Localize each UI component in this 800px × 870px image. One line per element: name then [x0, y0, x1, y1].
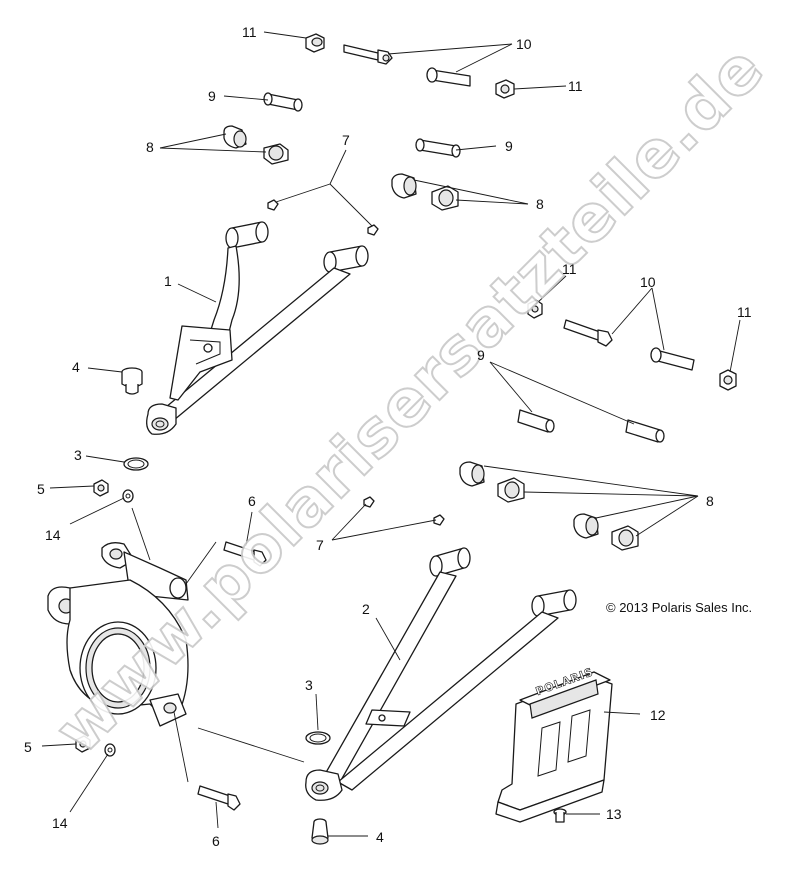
bolt-top-right — [426, 67, 471, 87]
callout-11-mid: 11 — [562, 261, 577, 277]
bolt-mid-right — [650, 347, 695, 371]
bushing-top-left-a — [223, 125, 247, 149]
callout-3-bottom: 3 — [305, 677, 313, 693]
callout-6-top: 6 — [248, 493, 256, 509]
bushing-mid-c — [573, 513, 599, 539]
callout-8-top-right: 8 — [536, 196, 544, 212]
callout-9-top-left: 9 — [208, 88, 216, 104]
callout-9-top-right: 9 — [505, 138, 513, 154]
callout-10-top: 10 — [516, 36, 532, 52]
callout-9-mid: 9 — [477, 347, 485, 363]
nut-top-right — [495, 79, 515, 99]
callout-5-bottom: 5 — [24, 739, 32, 755]
sleeve-mid-a — [517, 409, 555, 433]
callout-11-top-left: 11 — [242, 24, 257, 40]
callout-1: 1 — [164, 273, 172, 289]
callout-13: 13 — [606, 806, 622, 822]
nut-top-left — [305, 33, 325, 53]
bushing-top-right-a — [391, 173, 417, 199]
callout-12: 12 — [650, 707, 666, 723]
grease-fitting-mid-b — [433, 514, 445, 526]
snap-ring-top — [123, 457, 149, 471]
washer-14-bottom — [104, 743, 116, 757]
callout-6-bottom: 6 — [212, 833, 220, 849]
bolt-mid-left — [563, 319, 613, 347]
sleeve-mid-b — [625, 419, 665, 443]
upper-a-arm — [146, 221, 369, 435]
callout-2: 2 — [362, 601, 370, 617]
callout-8-top-left: 8 — [146, 139, 154, 155]
callout-4-bottom: 4 — [376, 829, 384, 845]
callout-10-mid: 10 — [640, 274, 656, 290]
lower-a-arm — [305, 547, 577, 801]
callout-3-top: 3 — [74, 447, 82, 463]
bushing-mid-d — [611, 525, 639, 551]
bushing-top-left-b — [263, 143, 289, 165]
bolt-top-left — [343, 44, 393, 65]
grease-fitting-top-a — [267, 199, 279, 211]
copyright-notice: © 2013 Polaris Sales Inc. — [606, 600, 753, 615]
callout-11-top-right: 11 — [568, 78, 583, 94]
grease-fitting-top-b — [367, 224, 379, 236]
nut-5-bottom — [75, 735, 91, 753]
grease-fitting-mid-a — [363, 496, 375, 508]
washer-14-top — [122, 489, 134, 503]
leader-lines — [41, 31, 741, 837]
sleeve-top-left — [263, 92, 303, 112]
nut-mid — [527, 299, 543, 319]
snap-ring-bottom — [305, 731, 331, 745]
bolt-6-bottom — [197, 785, 241, 811]
callout-7-top: 7 — [342, 132, 350, 148]
callout-8-mid-right: 8 — [706, 493, 714, 509]
sleeve-top-right — [415, 138, 461, 158]
callout-7-mid: 7 — [316, 537, 324, 553]
ball-joint-top — [121, 367, 143, 395]
screw-13 — [553, 808, 567, 823]
callout-11-mid-right: 11 — [737, 304, 752, 320]
bolt-6-top — [223, 541, 267, 567]
a-arm-guard — [495, 671, 613, 823]
ball-joint-bottom — [311, 818, 329, 845]
bushing-mid-b — [497, 477, 525, 503]
callout-5-top: 5 — [37, 481, 45, 497]
callout-14-bottom: 14 — [52, 815, 68, 831]
nut-5-top — [93, 479, 109, 497]
bushing-top-right-b — [431, 185, 459, 211]
bushing-mid-a — [459, 461, 485, 487]
callout-4-top: 4 — [72, 359, 80, 375]
nut-mid-right — [719, 369, 737, 391]
steering-knuckle — [47, 542, 189, 727]
callout-14-top: 14 — [45, 527, 61, 543]
